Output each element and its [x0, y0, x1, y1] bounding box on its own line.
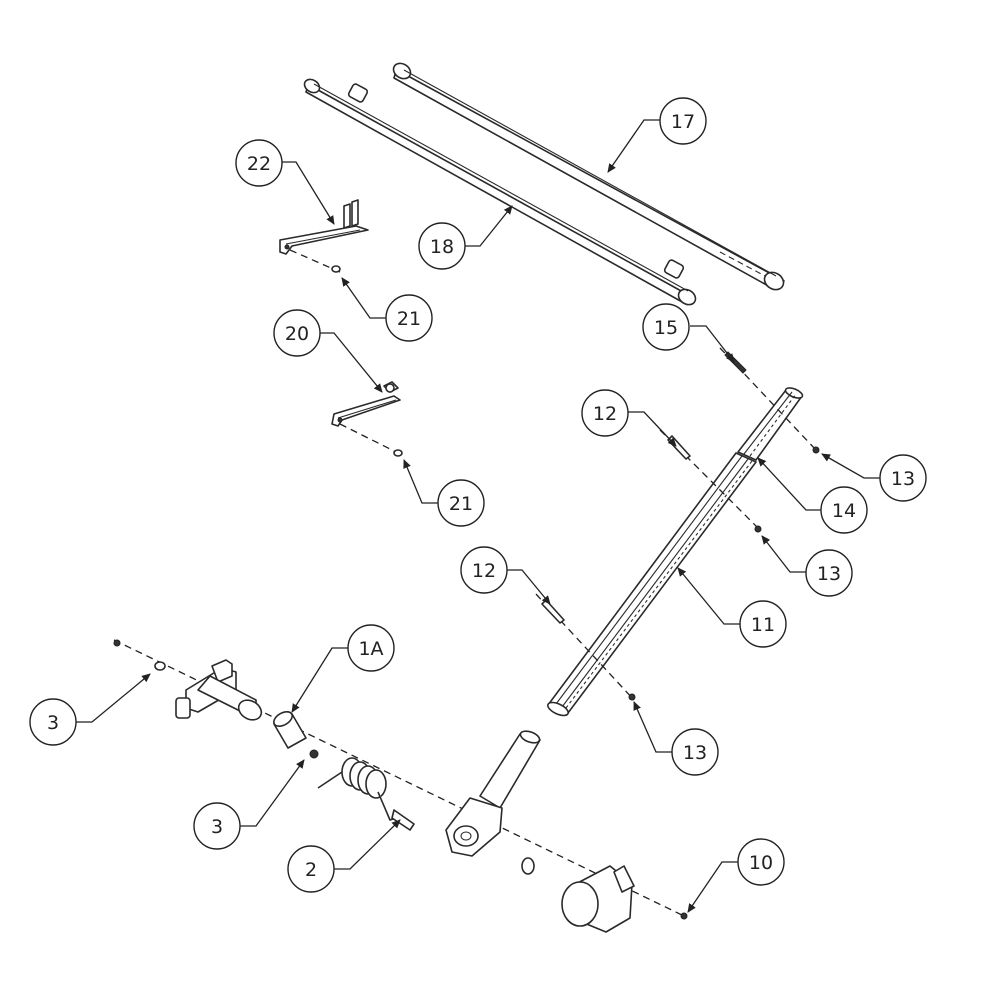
callout-22: 22	[235, 139, 283, 187]
part-18-tube	[303, 78, 697, 306]
callout-10: 10	[737, 838, 785, 886]
part-20-bracket	[331, 381, 401, 427]
callout-21-upper: 21	[385, 294, 433, 342]
callout-14: 14	[820, 486, 868, 534]
pivot-lever	[445, 730, 541, 857]
callout-11: 11	[739, 600, 787, 648]
part-3-washer-left	[113, 639, 166, 671]
hub-washer	[521, 857, 535, 875]
svg-text:12: 12	[593, 403, 617, 425]
part-3-washer-right	[309, 749, 319, 759]
svg-text:3: 3	[211, 816, 223, 838]
svg-text:10: 10	[749, 852, 773, 874]
callout-12-lower: 12	[460, 546, 508, 594]
svg-text:21: 21	[449, 493, 473, 515]
callout-2: 2	[287, 845, 335, 893]
callout-1a: 1A	[347, 624, 395, 672]
svg-text:17: 17	[671, 111, 695, 133]
part-21-rivets	[289, 249, 403, 457]
svg-text:1A: 1A	[358, 638, 383, 660]
callout-21-lower: 21	[437, 479, 485, 527]
part-2-spring	[317, 757, 415, 831]
callout-12-upper: 12	[581, 389, 629, 437]
svg-text:12: 12	[472, 560, 496, 582]
mount-base	[175, 659, 263, 721]
callout-3-left: 3	[29, 698, 77, 746]
svg-text:15: 15	[654, 317, 678, 339]
svg-text:11: 11	[751, 614, 775, 636]
callout-18: 18	[418, 222, 466, 270]
part-22-bracket	[279, 199, 369, 255]
part-1a-bushing	[273, 710, 307, 749]
assembly-axis	[113, 639, 685, 917]
callout-20: 20	[273, 309, 321, 357]
part-17-tube	[392, 62, 785, 291]
svg-text:13: 13	[891, 468, 915, 490]
part-10-screw	[680, 912, 688, 920]
part-14-inner-tube	[737, 387, 804, 461]
svg-text:14: 14	[832, 500, 856, 522]
svg-text:20: 20	[285, 323, 309, 345]
svg-text:18: 18	[430, 236, 454, 258]
callout-13-top: 13	[879, 454, 927, 502]
callout-13-middle: 13	[805, 549, 853, 597]
svg-text:2: 2	[305, 859, 317, 881]
svg-text:13: 13	[817, 563, 841, 585]
part-11-handle-tube	[547, 452, 757, 717]
callout-15: 15	[642, 303, 690, 351]
hardware-12-13-15	[535, 347, 820, 701]
callout-3-lower: 3	[193, 802, 241, 850]
svg-text:22: 22	[247, 153, 271, 175]
leader-lines	[76, 119, 880, 913]
svg-text:21: 21	[397, 308, 421, 330]
callout-13-bottom: 13	[671, 728, 719, 776]
callout-17: 17	[659, 97, 707, 145]
clamp-housing	[561, 865, 635, 933]
svg-text:13: 13	[683, 742, 707, 764]
svg-text:3: 3	[47, 712, 59, 734]
